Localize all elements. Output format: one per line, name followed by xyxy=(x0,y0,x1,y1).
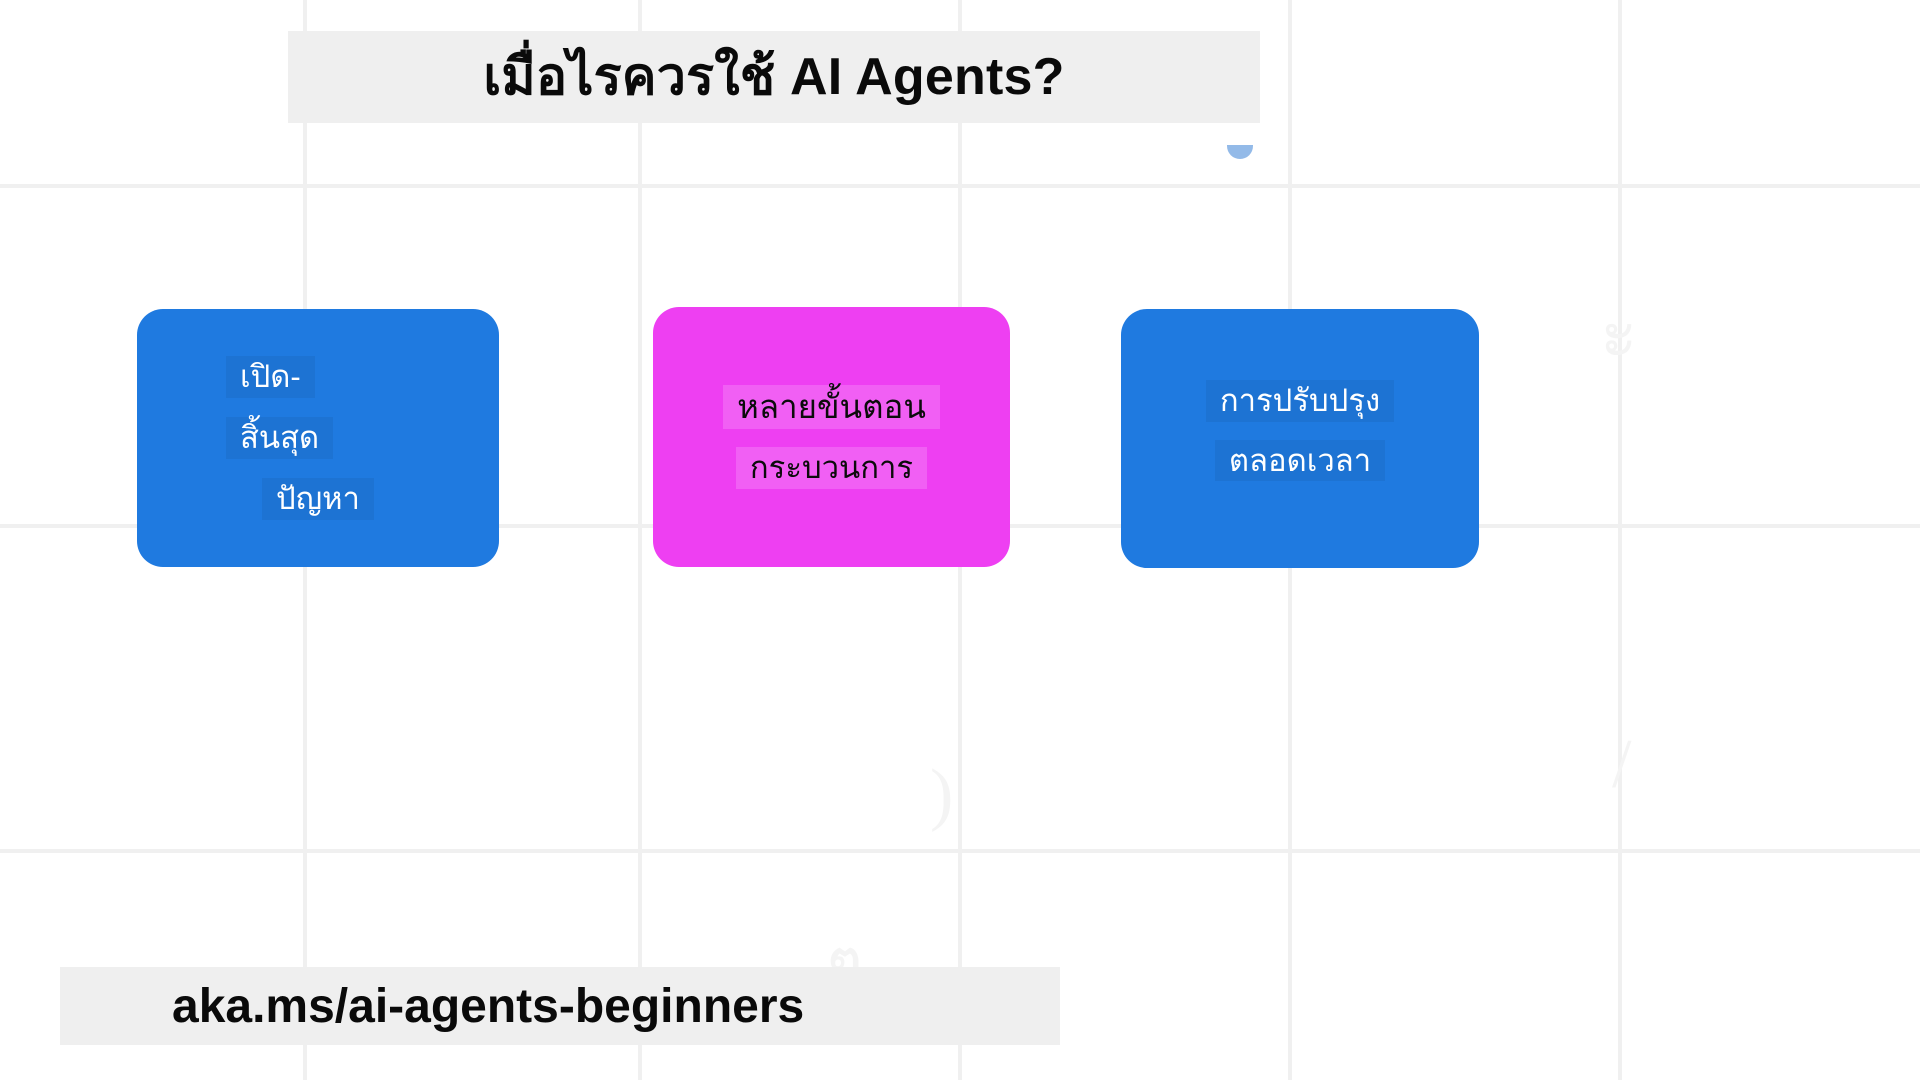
card-open-ended-problems[interactable]: เปิด- สิ้นสุด ปัญหา xyxy=(137,309,499,567)
grid-line-horizontal xyxy=(0,849,1920,853)
grid-line-vertical xyxy=(638,0,642,1080)
grid-line-horizontal xyxy=(0,184,1920,188)
card-multi-step-process[interactable]: หลายขั้นตอน กระบวนการ xyxy=(653,307,1010,567)
card-line: การปรับปรุง xyxy=(1205,379,1395,422)
card-continuous-improvement[interactable]: การปรับปรุง ตลอดเวลา xyxy=(1121,309,1479,568)
ghost-dot-artifact xyxy=(1227,145,1253,159)
ghost-glyph: ะ xyxy=(1600,296,1638,373)
page-title: เมื่อไรควรใช้ AI Agents? xyxy=(483,47,1065,106)
grid-line-vertical xyxy=(1618,0,1622,1080)
footer-url-text[interactable]: aka.ms/ai-agents-beginners xyxy=(172,979,805,1033)
card-line: ปัญหา xyxy=(262,477,374,520)
card-line: ตลอดเวลา xyxy=(1214,439,1386,482)
card-line: เปิด- xyxy=(226,356,315,399)
card-line: หลายขั้นตอน xyxy=(723,384,940,430)
ghost-glyph: / xyxy=(1612,726,1632,803)
ghost-glyph: ) xyxy=(930,756,954,833)
card-line: กระบวนการ xyxy=(735,447,928,490)
card-line: สิ้นสุด xyxy=(226,417,334,459)
title-highlight-band: เมื่อไรควรใช้ AI Agents? xyxy=(288,31,1260,123)
footer-highlight-band: aka.ms/ai-agents-beginners xyxy=(60,967,1060,1045)
